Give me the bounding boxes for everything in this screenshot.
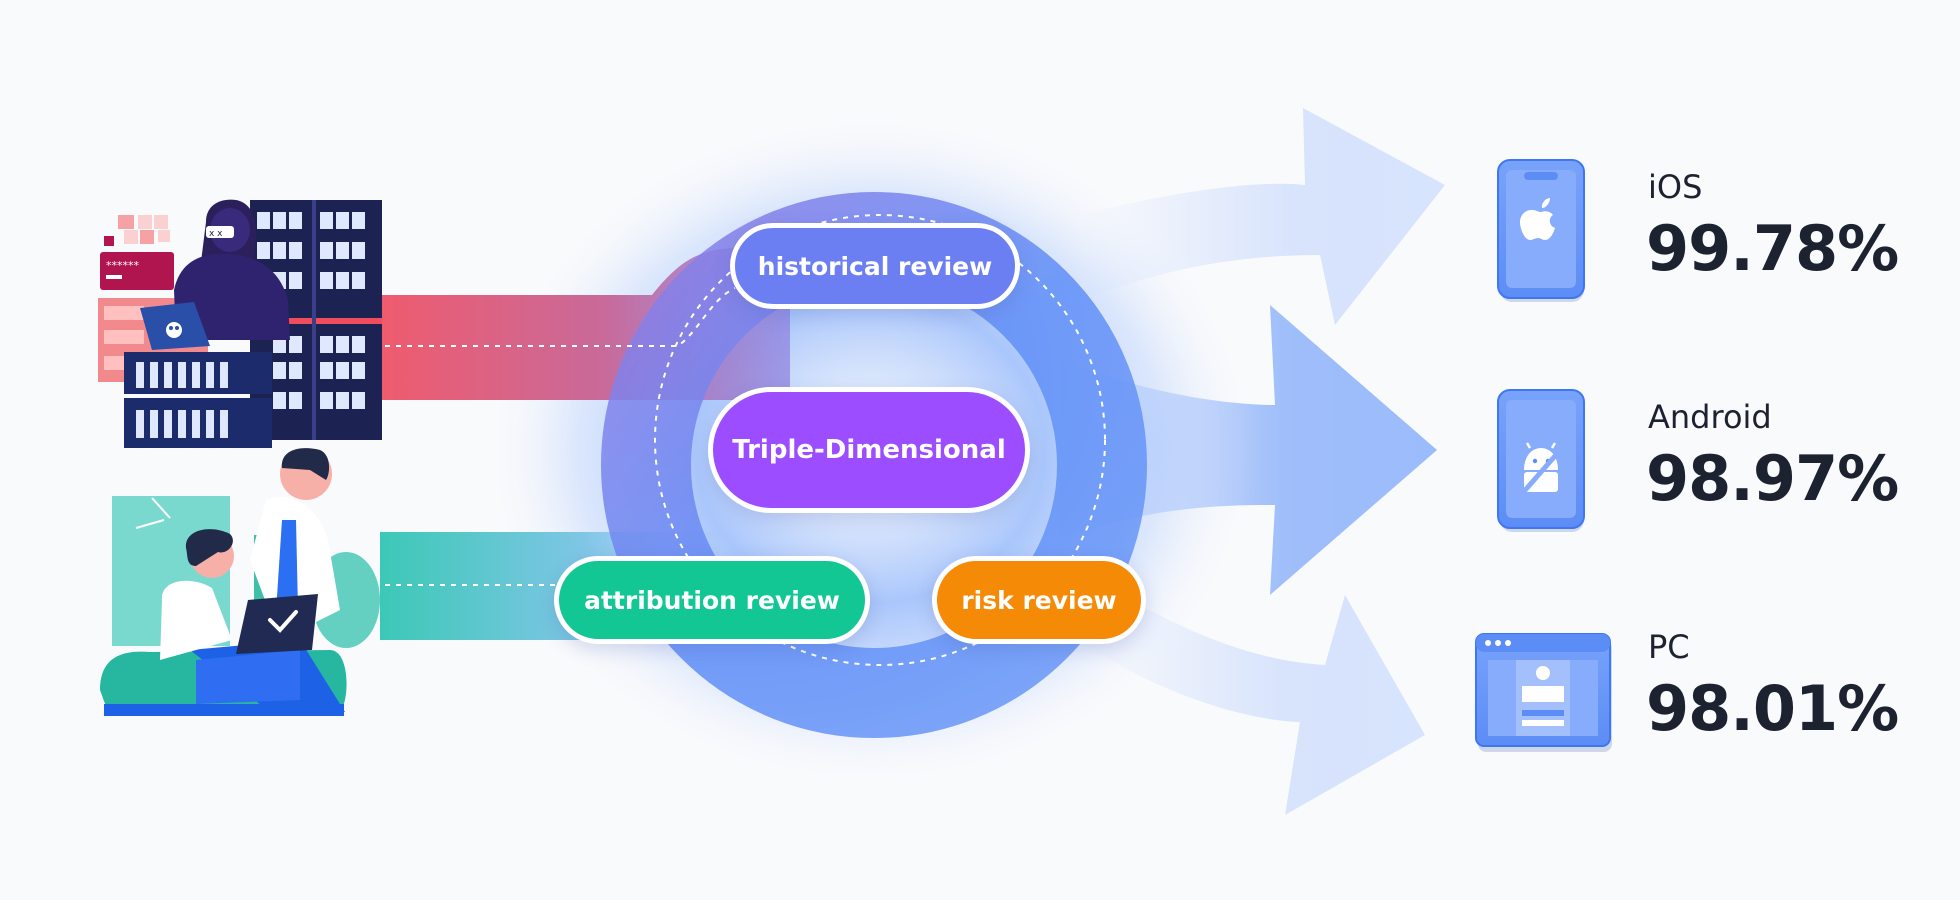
attribution-review-pill: attribution review (554, 556, 870, 644)
platform-value-pc: 98.01% (1646, 672, 1899, 745)
people-with-tablet-illustration (100, 448, 380, 716)
browser-window-icon (1475, 633, 1612, 752)
historical-review-pill: historical review (730, 223, 1020, 309)
triple-dimensional-pill: Triple-Dimensional (708, 387, 1030, 513)
apple-phone-icon (1497, 159, 1585, 302)
dashed-ring (654, 214, 1106, 666)
risk-review-pill: risk review (932, 556, 1146, 644)
hacker-with-server-racks-illustration: ****** x x (98, 199, 382, 448)
platform-name-pc: PC (1648, 628, 1690, 666)
platform-name-ios: iOS (1648, 168, 1703, 206)
fraud-connector (385, 287, 736, 347)
svg-text:x x: x x (209, 229, 223, 239)
platform-name-android: Android (1648, 398, 1772, 436)
platform-value-android: 98.97% (1646, 442, 1899, 515)
android-phone-icon (1497, 389, 1585, 532)
platform-value-ios: 99.78% (1646, 212, 1899, 285)
svg-text:******: ****** (106, 259, 140, 272)
